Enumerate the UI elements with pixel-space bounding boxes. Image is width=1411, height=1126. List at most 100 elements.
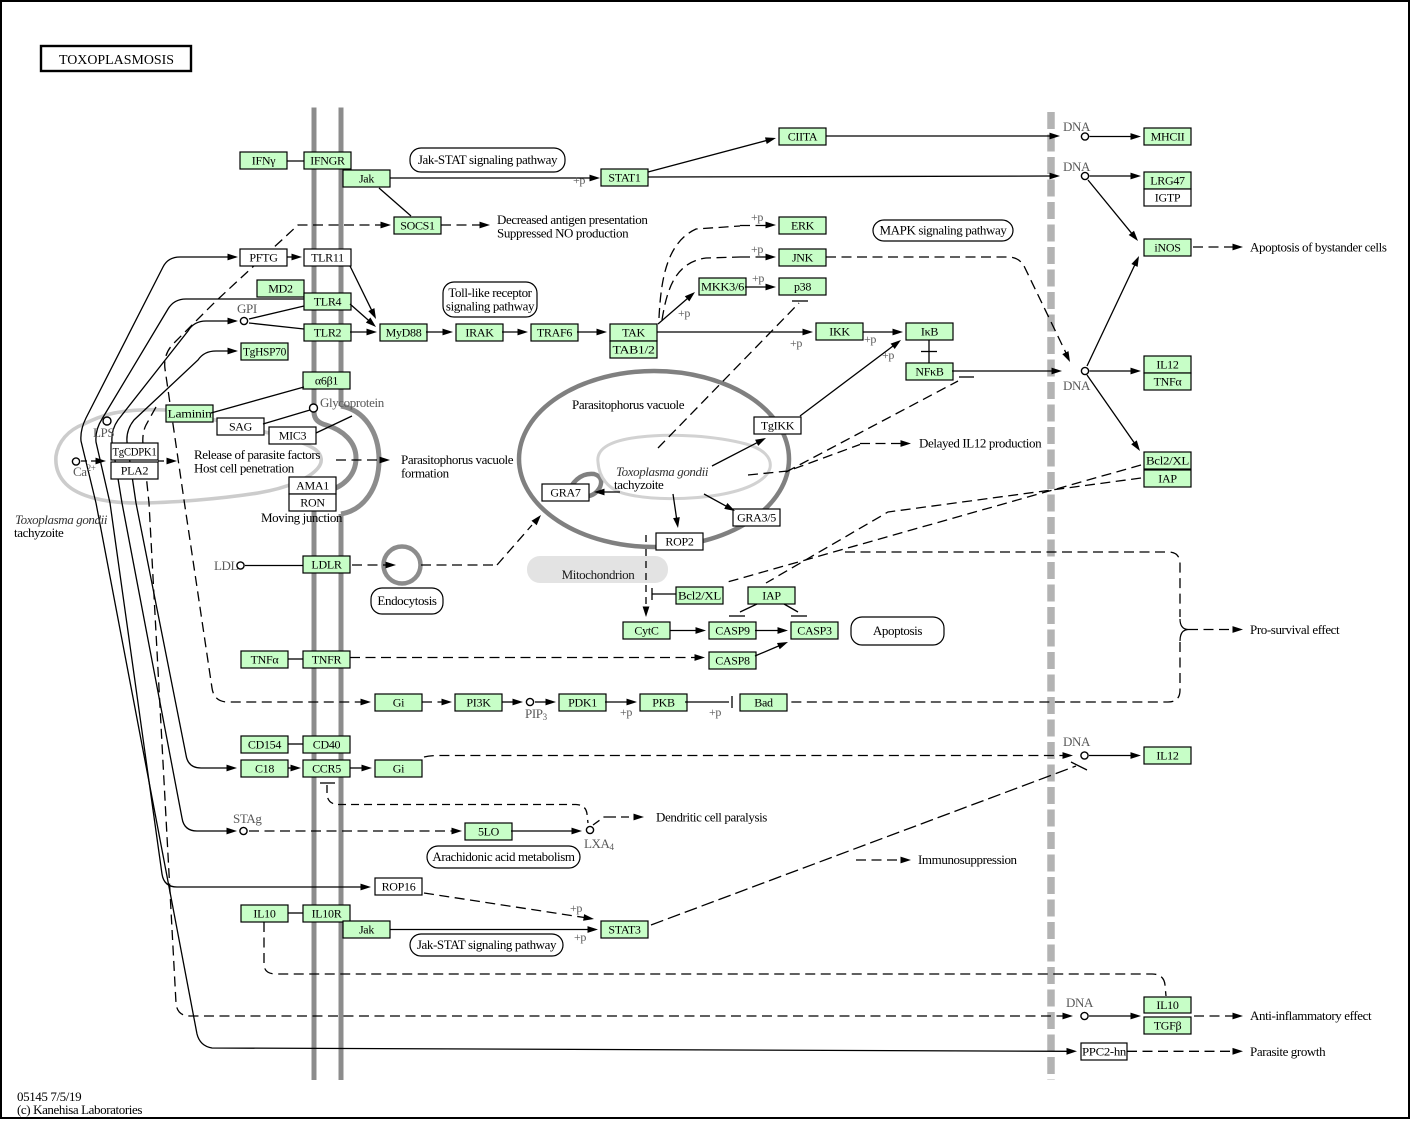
- svg-text:IKK: IKK: [829, 325, 850, 339]
- svg-text:LDLR: LDLR: [311, 558, 341, 572]
- svg-text:MIC3: MIC3: [279, 429, 307, 443]
- svg-text:NFκB: NFκB: [915, 365, 943, 379]
- svg-text:Dendritic cell paralysis: Dendritic cell paralysis: [656, 810, 767, 825]
- svg-text:+p: +p: [752, 271, 764, 285]
- svg-text:iNOS: iNOS: [1154, 241, 1180, 255]
- svg-text:+p: +p: [751, 210, 763, 224]
- svg-text:LPS: LPS: [93, 425, 114, 440]
- svg-text:STAT1: STAT1: [608, 171, 641, 185]
- svg-text:ROP2: ROP2: [665, 535, 693, 549]
- svg-text:Apoptosis of bystander cells: Apoptosis of bystander cells: [1250, 240, 1387, 255]
- svg-text:Immunosuppression: Immunosuppression: [918, 852, 1018, 867]
- svg-text:CCR5: CCR5: [312, 762, 341, 776]
- svg-text:TLR4: TLR4: [314, 295, 342, 309]
- svg-text:TNFα: TNFα: [1154, 375, 1183, 389]
- svg-text:CASP3: CASP3: [797, 624, 832, 638]
- svg-text:Bcl2/XL: Bcl2/XL: [678, 589, 721, 603]
- svg-text:Release of parasite factors: Release of parasite factors: [194, 447, 320, 462]
- svg-text:IGTP: IGTP: [1155, 191, 1181, 205]
- svg-text:CASP9: CASP9: [715, 624, 750, 638]
- svg-text:PIP3: PIP3: [525, 706, 548, 722]
- svg-text:IL10: IL10: [253, 907, 275, 921]
- svg-text:STAT3: STAT3: [608, 923, 641, 937]
- svg-text:Parasite growth: Parasite growth: [1250, 1044, 1326, 1059]
- svg-text:+p: +p: [864, 332, 876, 346]
- svg-text:+p: +p: [882, 348, 894, 362]
- svg-text:TLR11: TLR11: [311, 251, 344, 265]
- svg-text:CD154: CD154: [248, 738, 281, 752]
- svg-text:TNFR: TNFR: [312, 653, 342, 667]
- svg-text:Toxoplasma gondii: Toxoplasma gondii: [15, 512, 108, 527]
- svg-text:AMA1: AMA1: [296, 479, 329, 493]
- svg-text:PFTG: PFTG: [249, 251, 278, 265]
- svg-text:LXA4: LXA4: [584, 836, 615, 852]
- svg-text:ERK: ERK: [791, 219, 815, 233]
- svg-text:+p: +p: [790, 336, 802, 350]
- svg-text:IL12: IL12: [1156, 749, 1178, 763]
- svg-text:TLR2: TLR2: [314, 326, 342, 340]
- svg-text:tachyzoite: tachyzoite: [14, 525, 64, 540]
- svg-text:LRG47: LRG47: [1150, 174, 1185, 188]
- svg-text:LDL: LDL: [214, 558, 239, 573]
- svg-text:STAg: STAg: [233, 811, 262, 826]
- svg-text:+p: +p: [570, 901, 582, 915]
- svg-text:Decreased antigen presentation: Decreased antigen presentation: [497, 212, 648, 227]
- svg-text:PDK1: PDK1: [568, 696, 597, 710]
- svg-text:Host cell penetration: Host cell penetration: [194, 461, 295, 476]
- svg-text:Jak-STAT signaling pathway: Jak-STAT signaling pathway: [417, 937, 557, 952]
- svg-text:TOXOPLASMOSIS: TOXOPLASMOSIS: [59, 53, 174, 68]
- svg-text:Endocytosis: Endocytosis: [377, 593, 436, 608]
- svg-text:PI3K: PI3K: [466, 696, 491, 710]
- svg-text:DNA: DNA: [1063, 159, 1091, 174]
- svg-text:Anti-inflammatory effect: Anti-inflammatory effect: [1250, 1008, 1372, 1023]
- svg-text:TAK: TAK: [622, 326, 645, 340]
- svg-text:IAP: IAP: [762, 589, 781, 603]
- svg-text:tachyzoite: tachyzoite: [614, 477, 664, 492]
- svg-text:MyD88: MyD88: [386, 326, 422, 340]
- svg-text:Bcl2/XL: Bcl2/XL: [1146, 454, 1189, 468]
- svg-text:TgHSP70: TgHSP70: [243, 345, 286, 359]
- svg-text:α6β1: α6β1: [315, 374, 338, 388]
- svg-text:PKB: PKB: [652, 696, 675, 710]
- svg-text:+p: +p: [751, 242, 763, 256]
- svg-text:p38: p38: [794, 280, 811, 294]
- svg-text:TNFα: TNFα: [251, 653, 280, 667]
- svg-text:+p: +p: [573, 173, 585, 187]
- svg-text:Bad: Bad: [754, 696, 773, 710]
- svg-text:Toxoplasma gondii: Toxoplasma gondii: [616, 464, 709, 479]
- svg-text:IκB: IκB: [921, 325, 938, 339]
- svg-text:TRAF6: TRAF6: [537, 326, 572, 340]
- svg-text:RON: RON: [300, 496, 325, 510]
- svg-text:CD40: CD40: [313, 738, 341, 752]
- svg-text:Pro-survival effect: Pro-survival effect: [1250, 622, 1340, 637]
- svg-text:5LO: 5LO: [478, 825, 500, 839]
- svg-text:Gi: Gi: [393, 762, 405, 776]
- svg-text:IRAK: IRAK: [465, 326, 494, 340]
- svg-text:CIITA: CIITA: [788, 130, 818, 144]
- svg-text:Jak: Jak: [359, 172, 374, 186]
- svg-text:TGFβ: TGFβ: [1154, 1019, 1182, 1033]
- svg-text:TgCDPK1: TgCDPK1: [113, 445, 157, 459]
- svg-text:DNA: DNA: [1063, 734, 1091, 749]
- svg-text:IL10R: IL10R: [312, 907, 342, 921]
- svg-text:CytC: CytC: [634, 624, 658, 638]
- svg-text:GRA7: GRA7: [550, 486, 580, 500]
- svg-text:MAPK signaling pathway: MAPK signaling pathway: [880, 223, 1008, 238]
- svg-text:PLA2: PLA2: [121, 464, 149, 478]
- svg-text:GPI: GPI: [237, 301, 257, 316]
- svg-text:Arachidonic acid metabolism: Arachidonic acid metabolism: [432, 849, 575, 864]
- svg-text:CASP8: CASP8: [715, 654, 750, 668]
- svg-text:(c) Kanehisa Laboratories: (c) Kanehisa Laboratories: [17, 1102, 142, 1117]
- svg-text:formation: formation: [401, 466, 450, 481]
- svg-text:signaling pathway: signaling pathway: [446, 298, 535, 313]
- svg-text:Laminin: Laminin: [168, 407, 212, 421]
- svg-text:MD2: MD2: [268, 282, 293, 296]
- svg-text:05145 7/5/19: 05145 7/5/19: [17, 1089, 81, 1104]
- svg-text:SAG: SAG: [229, 420, 253, 434]
- svg-text:DNA: DNA: [1063, 378, 1091, 393]
- svg-text:Mitochondrion: Mitochondrion: [562, 567, 636, 582]
- svg-text:GRA3/5: GRA3/5: [737, 511, 776, 525]
- svg-text:MKK3/6: MKK3/6: [701, 280, 744, 294]
- svg-text:C18: C18: [255, 762, 274, 776]
- svg-text:TAB1/2: TAB1/2: [613, 343, 655, 357]
